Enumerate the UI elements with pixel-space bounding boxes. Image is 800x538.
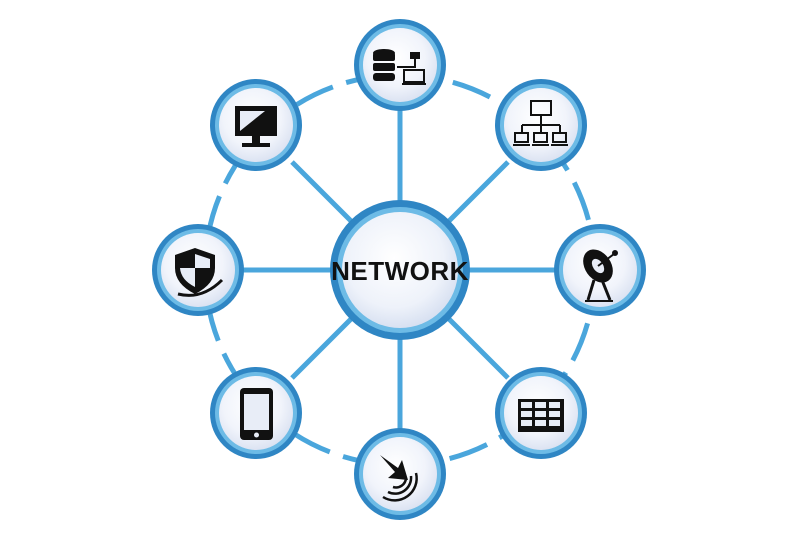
security-shield-icon <box>175 248 224 297</box>
hub-label: NETWORK <box>331 256 469 286</box>
satellite-dish-icon <box>583 249 618 302</box>
spoke-bottom-left <box>290 310 360 380</box>
node-hierarchy <box>495 79 587 171</box>
server-database-icon <box>373 49 426 85</box>
node-server-database <box>354 19 446 111</box>
server-rack-icon <box>518 399 564 432</box>
node-download-signal <box>354 428 446 520</box>
node-server-rack <box>495 367 587 459</box>
spokes <box>240 110 560 430</box>
spoke-bottom-right <box>440 310 510 380</box>
smartphone-icon <box>240 388 273 440</box>
node-smartphone <box>210 367 302 459</box>
spoke-top-left <box>290 160 360 230</box>
hub-node: NETWORK <box>330 200 470 340</box>
download-signal-icon <box>380 455 418 502</box>
node-satellite-dish <box>554 224 646 316</box>
spoke-top-right <box>440 160 510 230</box>
node-security-shield <box>152 224 244 316</box>
hierarchy-network-icon <box>513 100 568 146</box>
desktop-monitor-icon <box>235 106 277 147</box>
node-desktop-monitor <box>210 79 302 171</box>
